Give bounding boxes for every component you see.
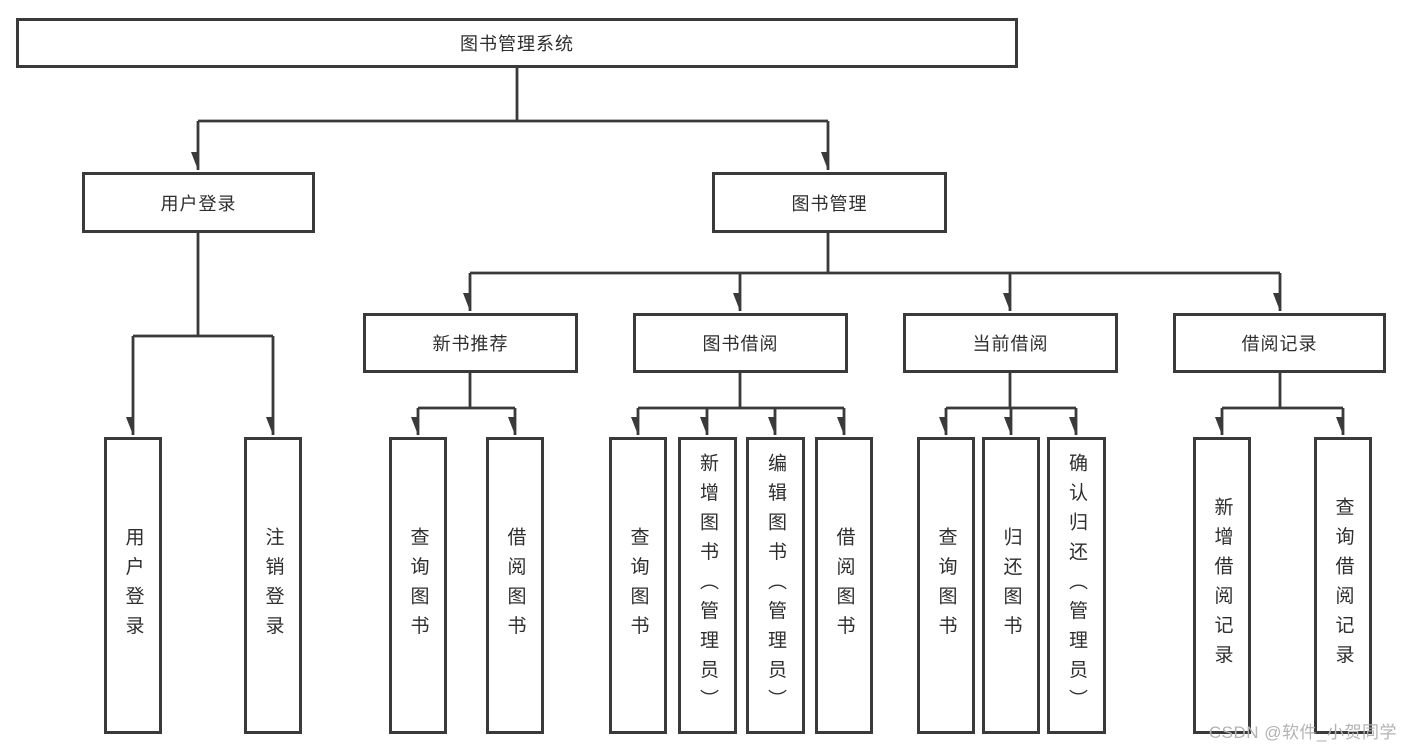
leaf-edit-books-admin: 编辑图书（管理员） (746, 437, 805, 734)
node-borrowing-records-label: 借阅记录 (1241, 334, 1318, 354)
leaf-logout: 注销登录 (244, 437, 302, 734)
node-current-borrowing: 当前借阅 (903, 313, 1118, 373)
leaf-recommend-query-books-label: 查询图书 (407, 526, 429, 645)
node-root-system-label: 图书管理系统 (460, 34, 574, 54)
leaf-add-books-admin-label: 新增图书（管理员） (697, 452, 718, 719)
leaf-return-books-label: 归还图书 (1000, 526, 1022, 645)
leaf-user-login: 用户登录 (104, 437, 162, 734)
leaf-return-books: 归还图书 (982, 437, 1040, 734)
node-book-management-label: 图书管理 (791, 193, 868, 214)
node-book-management: 图书管理 (712, 172, 947, 233)
node-user-login-label: 用户登录 (160, 193, 237, 214)
node-book-borrowing-label: 图书借阅 (702, 334, 779, 354)
leaf-query-borrow-record-label: 查询借阅记录 (1332, 497, 1354, 674)
leaf-borrowing-query-books: 查询图书 (609, 437, 667, 734)
leaf-query-borrow-record: 查询借阅记录 (1314, 437, 1372, 734)
node-borrowing-records: 借阅记录 (1173, 313, 1386, 373)
leaf-current-query-books-label: 查询图书 (935, 526, 957, 645)
leaf-recommend-borrow-books-label: 借阅图书 (504, 526, 526, 645)
node-user-login: 用户登录 (82, 172, 315, 233)
node-new-book-recommend-label: 新书推荐 (432, 334, 509, 354)
leaf-recommend-borrow-books: 借阅图书 (486, 437, 544, 734)
leaf-borrowing-borrow-books-label: 借阅图书 (833, 526, 855, 645)
leaf-confirm-return-admin: 确认归还（管理员） (1047, 437, 1106, 734)
node-current-borrowing-label: 当前借阅 (972, 334, 1049, 354)
leaf-borrowing-borrow-books: 借阅图书 (815, 437, 873, 734)
leaf-recommend-query-books: 查询图书 (389, 437, 447, 734)
leaf-confirm-return-admin-label: 确认归还（管理员） (1066, 452, 1087, 719)
node-root-system: 图书管理系统 (16, 18, 1018, 68)
leaf-edit-books-admin-label: 编辑图书（管理员） (765, 452, 786, 719)
node-new-book-recommend: 新书推荐 (363, 313, 578, 373)
leaf-add-books-admin: 新增图书（管理员） (678, 437, 737, 734)
leaf-logout-label: 注销登录 (262, 526, 284, 645)
csdn-watermark: CSDN @软件_小贺同学 (1208, 723, 1397, 742)
leaf-borrowing-query-books-label: 查询图书 (627, 526, 649, 645)
leaf-add-borrow-record-label: 新增借阅记录 (1211, 497, 1233, 674)
leaf-current-query-books: 查询图书 (917, 437, 975, 734)
leaf-add-borrow-record: 新增借阅记录 (1193, 437, 1251, 734)
node-book-borrowing: 图书借阅 (633, 313, 848, 373)
leaf-user-login-label: 用户登录 (122, 526, 144, 645)
